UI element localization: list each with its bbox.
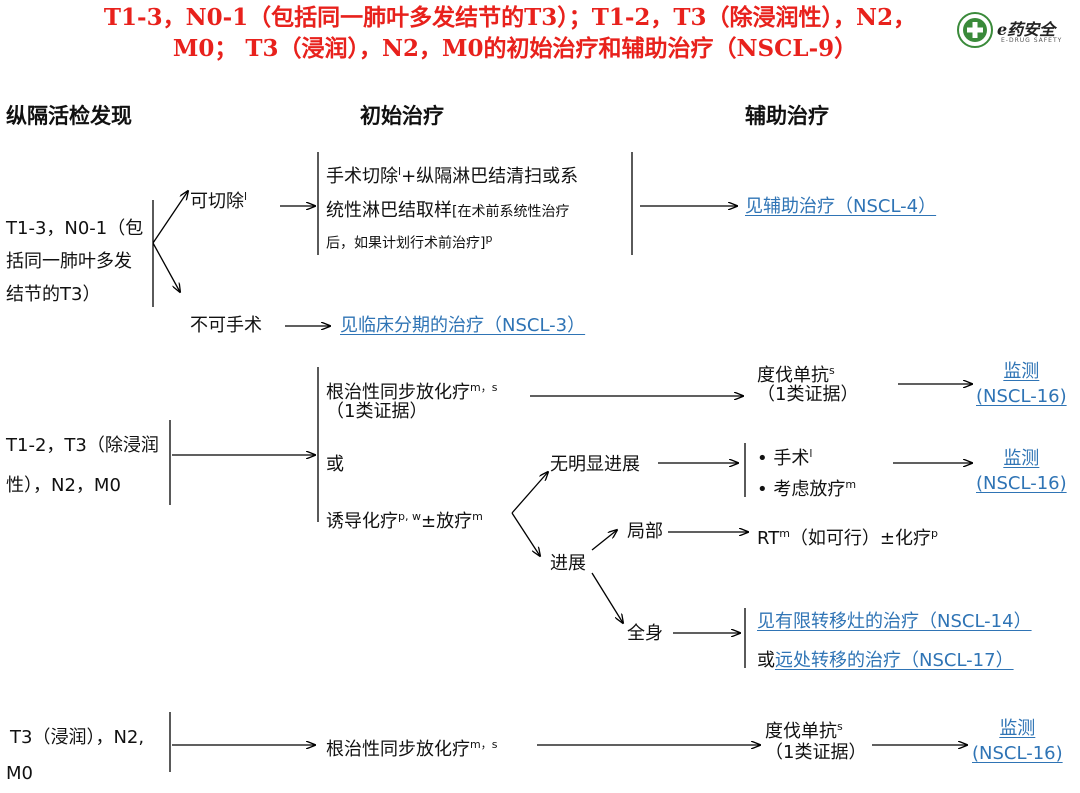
surgery-line-1a: 手术切除 bbox=[326, 166, 398, 187]
local-tx-text-b: （如可行）±化疗 bbox=[789, 528, 932, 549]
local-tx-sup: m bbox=[779, 527, 790, 540]
definitive-evidence: （1类证据） bbox=[326, 401, 428, 422]
finding-t3-invasion-n2: T3（浸润），N2, M0 bbox=[6, 720, 145, 792]
header-initial-treatment: 初始治疗 bbox=[360, 104, 444, 128]
surgery-sup: l bbox=[398, 165, 402, 178]
durvalumab-2-evidence: （1类证据） bbox=[765, 742, 867, 763]
local-tx-text: RT bbox=[757, 528, 780, 549]
surgery-line-3: 后，如果计划行术前治疗]p bbox=[326, 232, 578, 253]
durvalumab-2-text: 度伐单抗 bbox=[765, 721, 837, 742]
durvalumab-text: 度伐单抗 bbox=[757, 365, 829, 386]
finding-line-1: T1-3，N0-1（包 bbox=[6, 218, 144, 239]
logo-text: e药安全 bbox=[997, 20, 1056, 39]
monitor-3-line-1: 监测 bbox=[999, 718, 1036, 739]
surgery-box: 手术切除l+纵隔淋巴结清扫或系 统性淋巴结取样[在术前系统性治疗 后，如果计划行… bbox=[326, 158, 578, 253]
logo-subtext: E-DRUG SAFETY bbox=[1001, 37, 1063, 44]
durvalumab-sup: s bbox=[829, 364, 835, 377]
definitive-chemoradiation-2: 根治性同步放化疗m，s bbox=[326, 731, 497, 764]
finding3-line-2: M0 bbox=[6, 763, 33, 784]
page-title: T1-3，N0-1（包括同一肺叶多发结节的T3）；T1-2，T3（除浸润性），N… bbox=[0, 2, 1020, 64]
resectable-sup: l bbox=[244, 190, 248, 203]
induction-text-b: ±放疗 bbox=[420, 511, 473, 532]
surgery-note-3: 后，如果计划行术前治疗] bbox=[326, 235, 486, 252]
or-label: 或 bbox=[326, 454, 344, 475]
surgery-line-1b: +纵隔淋巴结清扫或系 bbox=[401, 166, 579, 187]
surgery-note-2: [在术前系统性治疗 bbox=[452, 204, 570, 220]
resectable-label: 可切除l bbox=[190, 183, 247, 216]
monitor-1-line-2: (NSCL-16) bbox=[976, 386, 1067, 407]
no-progression-label: 无明显进展 bbox=[550, 454, 640, 475]
surgery-bullet-sup: l bbox=[809, 447, 813, 460]
monitor-link-2[interactable]: 监测 (NSCL-16) bbox=[976, 446, 1067, 496]
finding3-line-1: T3（浸润），N2, bbox=[10, 727, 145, 748]
rt-bullet: • 考虑放疗m bbox=[757, 471, 856, 504]
surgery-bullet: • 手术l bbox=[757, 440, 812, 473]
surgery-bullet-text: • 手术 bbox=[757, 448, 810, 469]
induction-sup: p, w bbox=[398, 510, 421, 523]
monitor-3-line-2: (NSCL-16) bbox=[972, 743, 1063, 764]
definitive-chemoradiation: 根治性同步放化疗m，s bbox=[326, 374, 497, 407]
rt-bullet-text: • 考虑放疗 bbox=[757, 479, 846, 500]
monitor-1-line-1: 监测 bbox=[1003, 361, 1040, 382]
clinical-staging-link-nscl-3[interactable]: 见临床分期的治疗（NSCL-3） bbox=[340, 315, 586, 336]
e-drug-safety-logo: e药安全 E-DRUG SAFETY bbox=[955, 10, 1075, 50]
or-label-2: 或 bbox=[757, 650, 775, 671]
header-adjuvant-treatment: 辅助治疗 bbox=[745, 104, 829, 128]
induction-b-sup: m bbox=[472, 510, 483, 523]
monitor-link-3[interactable]: 监测 (NSCL-16) bbox=[972, 716, 1063, 766]
unresectable-label: 不可手术 bbox=[190, 315, 262, 336]
oligometastatic-link-nscl-14[interactable]: 见有限转移灶的治疗（NSCL-14） bbox=[757, 611, 1032, 632]
adjuvant-link-nscl-4[interactable]: 见辅助治疗（NSCL-4） bbox=[745, 196, 937, 217]
finding-t1-3-n0-1: T1-3，N0-1（包 括同一肺叶多发 结节的T3） bbox=[6, 212, 143, 311]
definitive-2-sup: m，s bbox=[470, 738, 498, 751]
durvalumab-1: 度伐单抗s bbox=[757, 357, 835, 390]
rt-bullet-sup: m bbox=[845, 478, 857, 491]
systemic-label: 全身 bbox=[627, 623, 663, 644]
durvalumab-1-evidence: （1类证据） bbox=[757, 384, 859, 405]
finding-t1-2-t3-n2: T1-2，T3（除浸润 性），N2，M0 bbox=[6, 426, 159, 506]
induction-chemo: 诱导化疗p, w±放疗m bbox=[326, 503, 483, 536]
header-mediastinal-biopsy: 纵隔活检发现 bbox=[6, 104, 132, 128]
monitor-2-line-1: 监测 bbox=[1003, 448, 1040, 469]
logo-icon bbox=[957, 12, 993, 48]
induction-text: 诱导化疗 bbox=[326, 511, 398, 532]
definitive-text: 根治性同步放化疗 bbox=[326, 382, 470, 403]
monitor-2-line-2: (NSCL-16) bbox=[976, 473, 1067, 494]
local-label: 局部 bbox=[627, 521, 663, 542]
title-line-1: T1-3，N0-1（包括同一肺叶多发结节的T3）；T1-2，T3（除浸润性），N… bbox=[103, 4, 917, 31]
progression-label: 进展 bbox=[550, 553, 586, 574]
surgery-note-3-sup: p bbox=[485, 232, 493, 245]
definitive-2-text: 根治性同步放化疗 bbox=[326, 739, 470, 760]
surgery-line-2: 统性淋巴结取样[在术前系统性治疗 bbox=[326, 197, 578, 226]
finding-line-3: 结节的T3） bbox=[6, 284, 101, 305]
definitive-sup: m，s bbox=[470, 381, 498, 394]
distant-line: 或远处转移的治疗（NSCL-17） bbox=[757, 647, 1014, 675]
finding-line-2: 括同一肺叶多发 bbox=[6, 251, 132, 272]
durvalumab-2: 度伐单抗s bbox=[765, 713, 843, 746]
distant-metastasis-link-nscl-17[interactable]: 远处转移的治疗（NSCL-17） bbox=[775, 650, 1014, 671]
finding2-line-1: T1-2，T3（除浸润 bbox=[6, 435, 159, 456]
surgery-line-2a: 统性淋巴结取样 bbox=[326, 200, 452, 221]
monitor-link-1[interactable]: 监测 (NSCL-16) bbox=[976, 359, 1067, 409]
surgery-line-1: 手术切除l+纵隔淋巴结清扫或系 bbox=[326, 158, 578, 191]
durvalumab-2-sup: s bbox=[837, 720, 843, 733]
local-treatment: RTm（如可行）±化疗p bbox=[757, 520, 938, 553]
resectable-text: 可切除 bbox=[190, 191, 244, 212]
finding2-line-2: 性），N2，M0 bbox=[6, 475, 121, 496]
title-line-2: M0； T3（浸润），N2，M0的初始治疗和辅助治疗（NSCL-9） bbox=[172, 35, 858, 62]
local-tx-b-sup: p bbox=[931, 527, 938, 540]
